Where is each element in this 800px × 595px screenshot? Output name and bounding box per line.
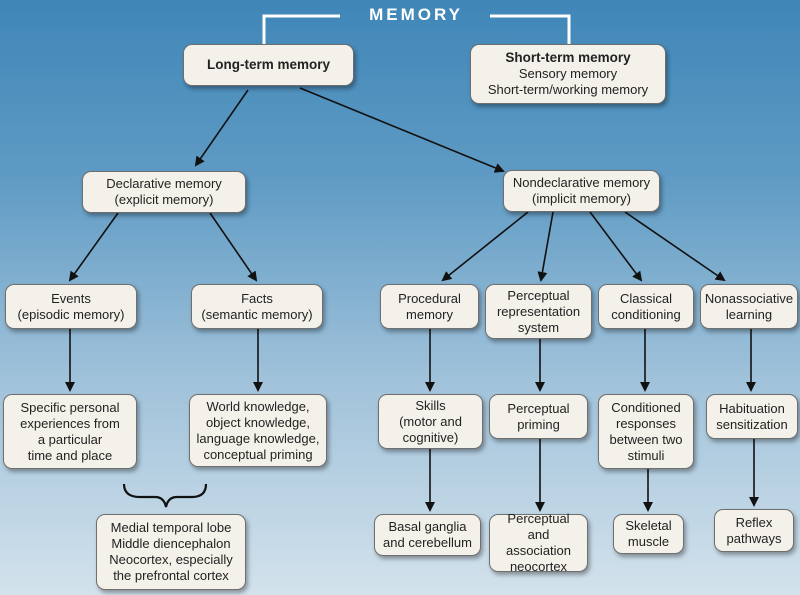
node-line: Nondeclarative memory bbox=[512, 175, 651, 190]
node-line: and cerebellum bbox=[383, 535, 472, 550]
node-line: Perceptual bbox=[507, 400, 570, 416]
node-line: Basal ganglia bbox=[388, 519, 467, 534]
node-line: cognitive) bbox=[402, 429, 459, 445]
node-line: and association bbox=[505, 527, 572, 558]
node-line: Perceptual bbox=[507, 287, 570, 303]
arrow-nondeclarative-nonassociative bbox=[624, 211, 726, 282]
node-declarative-memory: Declarative memory (explicit memory) bbox=[82, 171, 246, 213]
node-item-working: Short-term/working memory bbox=[487, 82, 649, 97]
node-line: Neocortex, especially bbox=[109, 552, 233, 567]
node-conditioned-responses: Conditioned responses between two stimul… bbox=[598, 394, 694, 469]
node-line: Declarative memory bbox=[106, 176, 222, 191]
node-basal-ganglia: Basal ganglia and cerebellum bbox=[374, 514, 481, 556]
node-world-knowledge: World knowledge, object knowledge, langu… bbox=[189, 394, 327, 467]
node-line: conceptual priming bbox=[203, 446, 313, 462]
node-skeletal-muscle: Skeletal muscle bbox=[613, 514, 684, 554]
node-specific-personal-experiences: Specific personal experiences from a par… bbox=[3, 394, 137, 469]
arrow-nondeclarative-procedural bbox=[441, 211, 529, 282]
node-reflex-pathways: Reflex pathways bbox=[714, 509, 794, 552]
node-line: Events bbox=[51, 290, 91, 306]
node-line: Facts bbox=[241, 290, 273, 306]
node-label: Long-term memory bbox=[206, 57, 331, 72]
node-line: time and place bbox=[27, 447, 113, 463]
node-line: stimuli bbox=[627, 447, 665, 463]
node-line: pathways bbox=[726, 530, 782, 546]
node-line: system bbox=[517, 319, 560, 335]
node-line: between two bbox=[609, 431, 683, 447]
node-line: language knowledge, bbox=[196, 430, 320, 446]
node-line: Habituation bbox=[719, 400, 785, 416]
node-perceptual-association-neocortex: Perceptual and association neocortex bbox=[489, 511, 588, 574]
node-line: Classical bbox=[619, 290, 672, 306]
diagram-title: MEMORY bbox=[369, 5, 463, 24]
node-line: neocortex bbox=[509, 559, 568, 574]
arrow-nondeclarative-perceptualrep bbox=[537, 211, 554, 282]
node-short-term-memory: Short-term memory Sensory memory Short-t… bbox=[470, 44, 666, 104]
node-line: memory bbox=[406, 306, 453, 322]
node-line: (explicit memory) bbox=[114, 192, 214, 207]
node-line: Skills bbox=[415, 397, 446, 413]
node-perceptual-representation-system: Perceptual representation system bbox=[485, 284, 592, 339]
node-line: Medial temporal lobe bbox=[110, 520, 232, 535]
node-line: (implicit memory) bbox=[532, 191, 631, 206]
node-line: (motor and bbox=[399, 413, 462, 429]
node-line: experiences from bbox=[20, 415, 120, 431]
node-label: Short-term memory bbox=[505, 50, 631, 65]
node-line: Specific personal bbox=[20, 399, 120, 415]
node-skills: Skills (motor and cognitive) bbox=[378, 394, 483, 449]
node-facts: Facts (semantic memory) bbox=[191, 284, 323, 329]
arrow-nondeclarative-classical bbox=[589, 211, 643, 282]
node-line: Middle diencephalon bbox=[111, 536, 231, 551]
node-line: Skeletal bbox=[625, 518, 672, 533]
node-line: conditioning bbox=[611, 306, 681, 322]
node-perceptual-priming: Perceptual priming bbox=[489, 394, 588, 439]
node-item-sensory: Sensory memory bbox=[518, 66, 618, 81]
node-long-term-memory: Long-term memory bbox=[183, 44, 354, 86]
arrow-declarative-events bbox=[68, 212, 119, 282]
node-line: Procedural bbox=[398, 290, 461, 306]
node-line: responses bbox=[616, 415, 676, 431]
node-line: object knowledge, bbox=[205, 414, 311, 430]
node-brain-regions-declarative: Medial temporal lobe Middle diencephalon… bbox=[96, 514, 246, 590]
node-line: Conditioned bbox=[611, 399, 681, 415]
node-line: a particular bbox=[37, 431, 103, 447]
arrow-declarative-facts bbox=[209, 212, 258, 282]
title-bracket bbox=[262, 14, 571, 44]
node-line: (semantic memory) bbox=[201, 306, 313, 322]
node-habituation-sensitization: Habituation sensitization bbox=[706, 394, 798, 439]
node-line: Nonassociative bbox=[704, 290, 794, 306]
node-line: priming bbox=[517, 416, 560, 432]
node-line: sensitization bbox=[716, 416, 788, 432]
node-line: the prefrontal cortex bbox=[113, 568, 229, 583]
node-line: Perceptual bbox=[507, 511, 570, 526]
node-line: representation bbox=[496, 303, 581, 319]
node-nondeclarative-memory: Nondeclarative memory (implicit memory) bbox=[503, 170, 660, 212]
node-events: Events (episodic memory) bbox=[5, 284, 137, 329]
node-line: muscle bbox=[627, 534, 670, 549]
node-line: Reflex bbox=[735, 514, 773, 530]
node-line: World knowledge, bbox=[206, 398, 310, 414]
node-procedural-memory: Procedural memory bbox=[380, 284, 479, 329]
node-line: (episodic memory) bbox=[17, 306, 125, 322]
arrow-longterm-declarative bbox=[194, 89, 249, 167]
brace-declarative bbox=[122, 483, 208, 508]
arrow-longterm-nondeclarative bbox=[299, 87, 505, 173]
node-nonassociative-learning: Nonassociative learning bbox=[700, 284, 798, 329]
node-classical-conditioning: Classical conditioning bbox=[598, 284, 694, 329]
node-line: learning bbox=[725, 306, 773, 322]
